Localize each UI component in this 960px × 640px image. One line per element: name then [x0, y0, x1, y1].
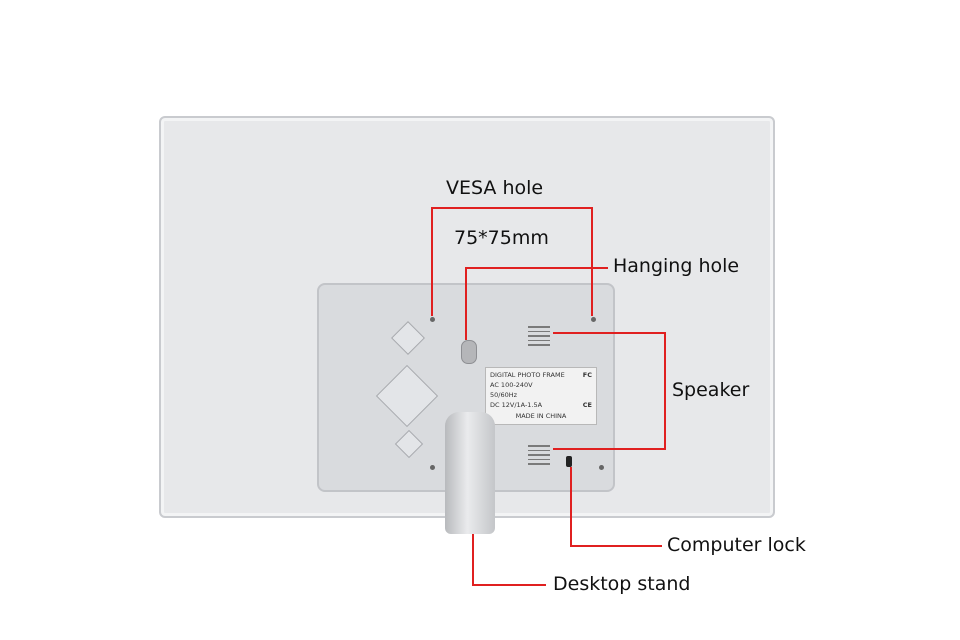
computer-lock-slot	[566, 456, 572, 467]
rating-line-2: AC 100-240V	[490, 381, 533, 389]
vesa-hole-label: VESA hole	[446, 177, 544, 199]
fc-mark: FC	[582, 371, 592, 379]
speaker-grill-top	[528, 326, 550, 349]
vesa-hole-left	[430, 317, 435, 322]
speaker-grill-bottom	[528, 445, 550, 468]
ce-mark: CE	[582, 401, 592, 409]
rating-label: DIGITAL PHOTO FRAME FC AC 100-240V 50/60H…	[485, 367, 597, 425]
hanging-hole-label: Hanging hole	[613, 255, 740, 277]
vesa-hole-right	[591, 317, 596, 322]
computer-lock-label: Computer lock	[667, 534, 806, 556]
desktop-stand-label: Desktop stand	[553, 573, 691, 595]
rating-line-3: 50/60Hz	[490, 391, 518, 399]
vesa-hole-bottom-right	[599, 465, 604, 470]
rating-line-5: MADE IN CHINA	[515, 412, 567, 420]
speaker-label: Speaker	[672, 379, 750, 401]
rating-line-4: DC 12V/1A-1.5A	[490, 401, 543, 409]
rating-line-1: DIGITAL PHOTO FRAME	[490, 371, 565, 379]
vesa-hole-bottom-left	[430, 465, 435, 470]
hanging-hole	[461, 340, 477, 364]
desktop-stand	[445, 412, 495, 534]
vesa-size-label: 75*75mm	[454, 227, 549, 249]
